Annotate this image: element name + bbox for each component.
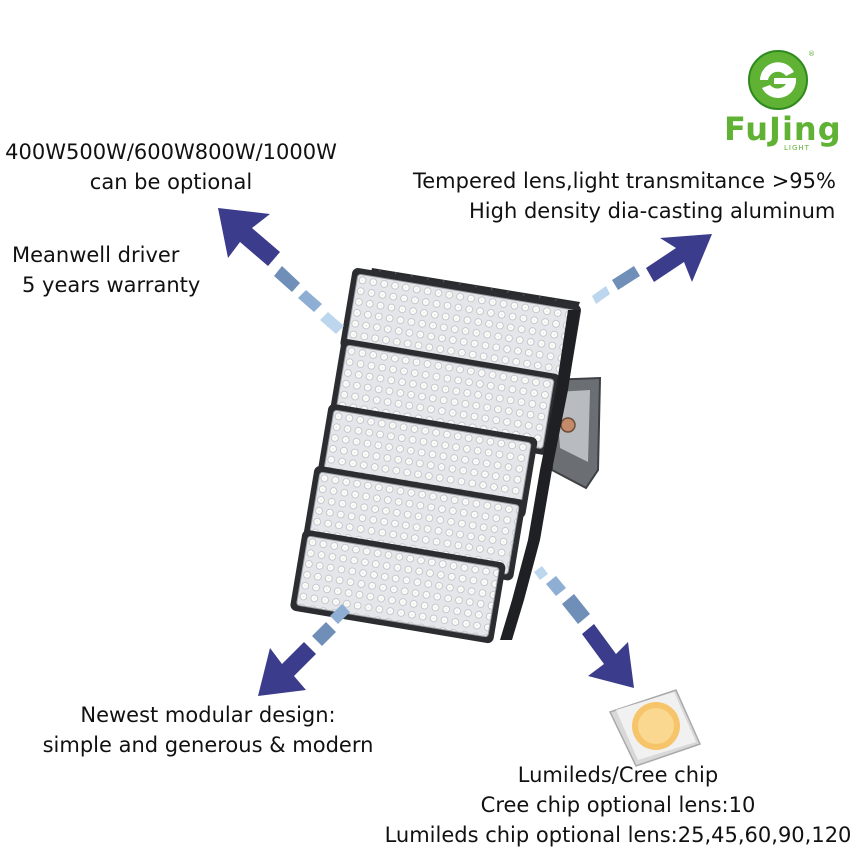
chip-line-1: Lumileds/Cree chip [517,763,719,787]
design-line-1: Newest modular design: [80,703,336,727]
brand-sub: LIGHT [784,144,810,152]
lens-line-1: Tempered lens,light transmitance >95% [413,169,836,193]
chip-line-3: Lumileds chip optional lens:25,45,60,90,… [384,823,852,847]
mounting-bracket [546,376,602,490]
led-chip-icon [608,689,702,767]
registered-mark: ® [808,50,815,58]
arrow-down-right-icon [534,566,634,688]
arrow-down-left-icon [258,604,350,696]
lens-info: Tempered lens,light transmitance >95% Hi… [413,166,836,226]
housing-side [500,310,580,640]
led-modules [290,268,581,644]
brand-logo: ® [716,46,846,158]
power-options: 400W500W/600W800W/1000W can be optional [0,137,342,197]
arrow-up-left-icon [218,208,344,334]
arrow-up-right-icon [592,234,712,304]
brand-name: FuJing [724,110,842,148]
power-line-1: 400W500W/600W800W/1000W [5,140,337,164]
power-line-2: can be optional [89,170,253,194]
design-info: Newest modular design: simple and genero… [30,700,386,760]
chip-info: Lumileds/Cree chip Cree chip optional le… [380,760,856,850]
lens-line-2: High density dia-casting aluminum [469,199,836,223]
driver-line-1: Meanwell driver [12,243,180,267]
driver-info: Meanwell driver 5 years warranty [12,240,200,300]
fujing-logo-icon: ® [748,50,815,110]
chip-line-2: Cree chip optional lens:10 [480,793,756,817]
driver-line-2: 5 years warranty [22,273,201,297]
design-line-2: simple and generous & modern [42,733,374,757]
